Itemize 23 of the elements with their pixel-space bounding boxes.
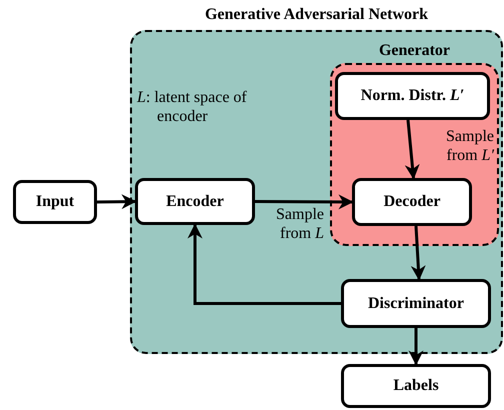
arrow <box>96 194 136 210</box>
box-label: Encoder <box>166 192 224 210</box>
arrow <box>410 226 426 280</box>
process-box <box>352 178 472 226</box>
box-label: Discriminator <box>368 294 464 312</box>
process-box <box>135 178 255 225</box>
process-box <box>341 279 491 328</box>
arrow <box>188 224 341 305</box>
group-title: Generative Adversarial Network <box>204 6 430 24</box>
box-label: Labels <box>393 377 439 395</box>
process-box <box>13 180 97 224</box>
note-text: L: latent space of encoder <box>137 88 248 126</box>
arrow <box>404 120 420 180</box>
arrow <box>408 328 424 366</box>
box-label: Norm. Distr. L′ <box>360 87 464 105</box>
group-title: Generator <box>378 42 452 60</box>
edge-label: Sample from L′ <box>445 127 494 166</box>
process-box <box>341 364 491 408</box>
edge-label: Sample from L <box>275 205 324 244</box>
arrow <box>254 194 354 210</box>
process-box <box>335 72 490 120</box>
box-label: Input <box>36 193 74 211</box>
box-label: Decoder <box>384 193 440 211</box>
